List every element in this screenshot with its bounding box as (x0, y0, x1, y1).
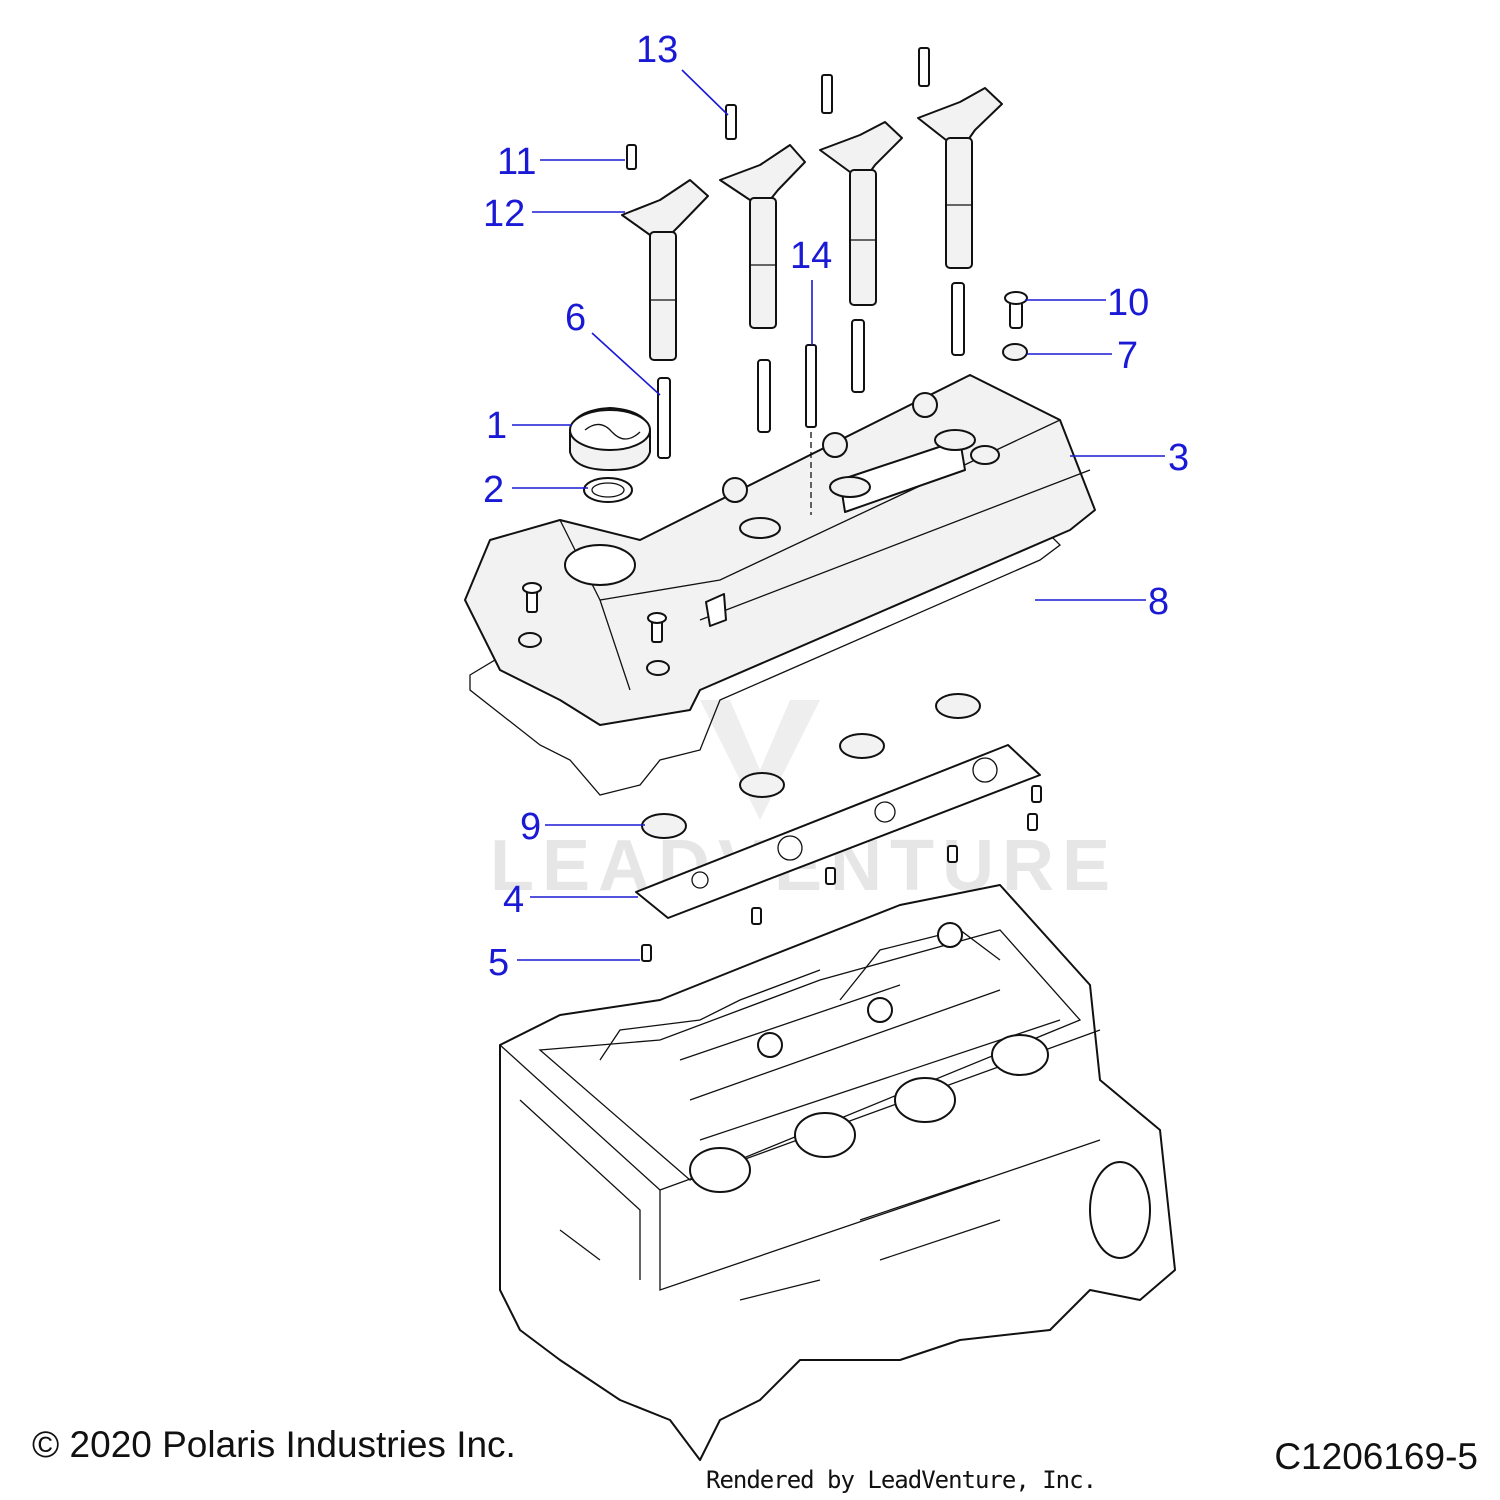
callout-3: 3 (1168, 437, 1189, 479)
callout-leaders (512, 69, 1165, 961)
rendered-by-credit: Rendered by LeadVenture, Inc. (706, 1466, 1097, 1494)
oil-fill-cap (569, 407, 651, 471)
cover-bolts (518, 291, 1028, 676)
callout-1: 1 (486, 405, 507, 447)
watermark: LEADVENTURE (490, 700, 1110, 906)
callout-4: 4 (503, 879, 524, 921)
oil-level-stud (805, 344, 817, 515)
callout-11: 11 (497, 141, 536, 183)
callout-13: 13 (636, 29, 678, 71)
copyright-notice: © 2020 Polaris Industries Inc. (32, 1424, 516, 1465)
callout-7: 7 (1117, 335, 1138, 377)
spark-plug-tube-gasket (635, 744, 1041, 919)
callout-10: 10 (1107, 282, 1149, 324)
callout-2: 2 (483, 469, 504, 511)
spark-plugs (657, 282, 965, 459)
gasket-bolts (641, 785, 1042, 962)
callout-14: 14 (790, 235, 832, 277)
oil-cap-o-ring (583, 477, 633, 503)
callout-12: 12 (483, 193, 525, 235)
ignition-coils (621, 87, 1003, 361)
callout-9: 9 (520, 806, 541, 848)
valve-cover (464, 374, 1096, 726)
diagram-id: C1206169-5 (1274, 1436, 1478, 1477)
callout-8: 8 (1148, 581, 1169, 623)
coil-bolts (626, 47, 930, 170)
tube-seals (641, 693, 981, 839)
engine-block (499, 884, 1176, 1461)
callout-6: 6 (565, 297, 586, 339)
callout-labels: 1 2 3 4 5 6 7 8 9 10 11 12 13 14 (483, 29, 1189, 984)
callout-5: 5 (488, 942, 509, 984)
